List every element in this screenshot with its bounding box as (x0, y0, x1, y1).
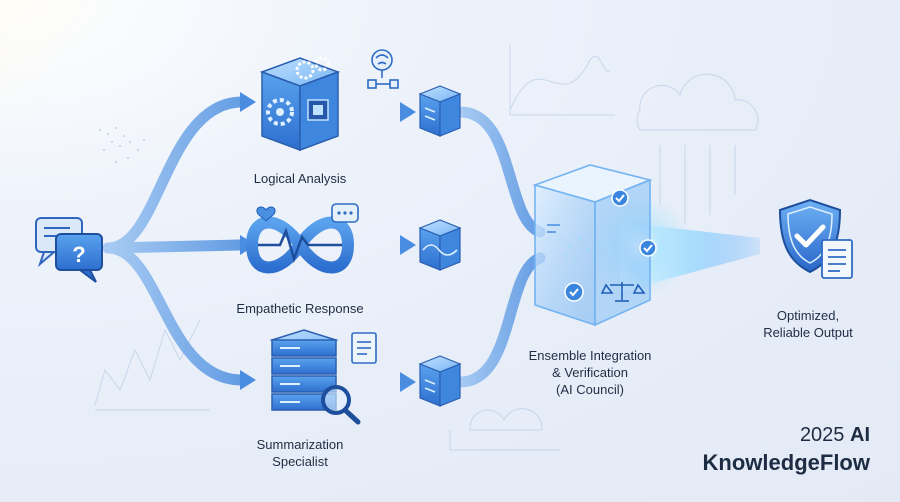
svg-text:?: ? (72, 242, 85, 267)
label-empathetic-response: Empathetic Response (236, 301, 364, 316)
heartbeat-infinity-icon (245, 203, 359, 274)
process-cube-logical (418, 85, 462, 137)
brand-year: 2025 (799, 424, 850, 446)
label-ensemble-line3: (AI Council) (556, 382, 624, 397)
brain-network-icon (367, 49, 399, 89)
glass-cube-scales-icon (532, 164, 657, 327)
server-magnifier-icon (269, 329, 361, 425)
label-output-line2: Reliable Output (763, 325, 853, 340)
label-output-line1: Optimized, (776, 308, 840, 323)
label-ensemble-integration: Ensemble Integration & Verification (AI … (510, 347, 670, 398)
question-chat-icon: ? (35, 217, 103, 283)
label-ensemble-line2: & Verification (552, 365, 628, 380)
process-cube-summarization (418, 355, 462, 407)
brand-title: KnowledgeFlow (702, 450, 870, 475)
label-ensemble-line1: Ensemble Integration (528, 348, 652, 363)
label-summarization-line1: Summarization (256, 437, 344, 452)
document-list-icon (351, 332, 377, 364)
label-summarization-line2: Specialist (272, 454, 328, 469)
dot-grid-decor (98, 126, 146, 164)
label-logical-analysis: Logical Analysis (253, 171, 347, 186)
background-decor (94, 45, 759, 451)
label-optimized-output: Optimized, Reliable Output (748, 307, 868, 341)
process-cube-empathetic (418, 219, 462, 271)
brand-year-line: 2025 AI (800, 424, 870, 447)
brand-ai: AI (850, 424, 870, 446)
flow-pipes (102, 96, 546, 388)
label-summarization-specialist: Summarization Specialist (235, 436, 365, 470)
shield-check-document-icon (778, 198, 853, 279)
gears-chip-cube-icon (259, 56, 341, 152)
